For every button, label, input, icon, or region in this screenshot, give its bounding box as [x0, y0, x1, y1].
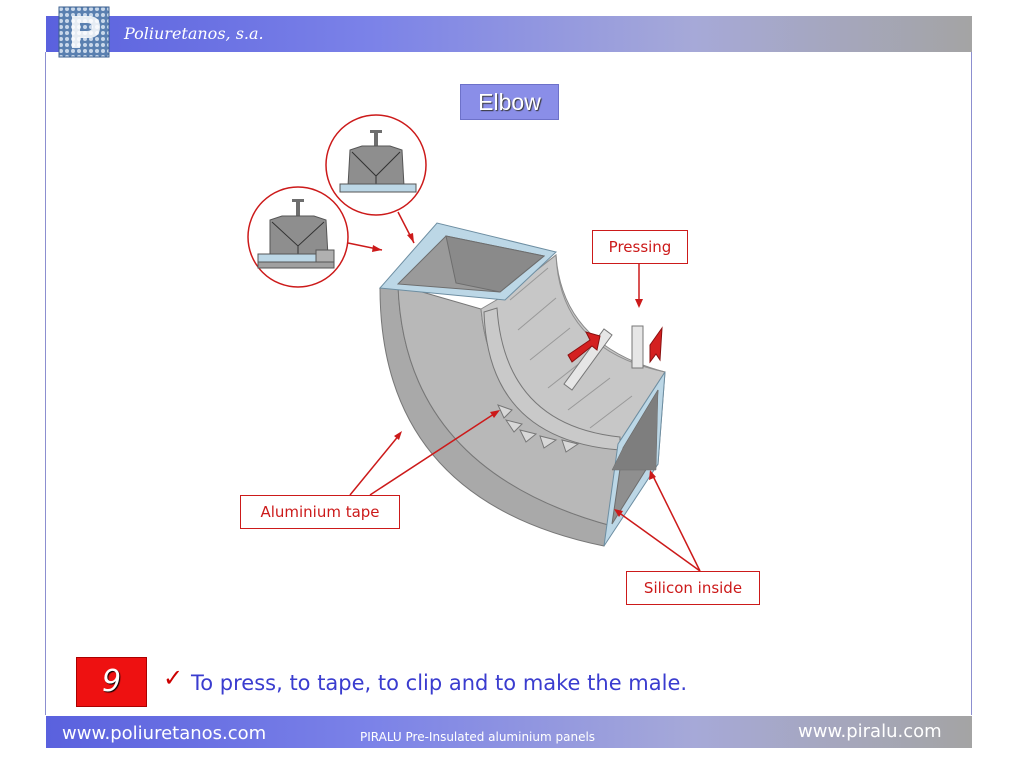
callout-pressing: Pressing [592, 230, 688, 264]
elbow-duct [379, 254, 666, 547]
logo-p-icon [58, 6, 110, 58]
right-duct-opening [603, 371, 666, 547]
detail-circle-lower [247, 186, 349, 288]
detail-circle-upper [325, 114, 427, 216]
step-description: To press, to tape, to clip and to make t… [191, 671, 688, 695]
callout-silicon-inside: Silicon inside [626, 571, 760, 605]
pressing-tools [563, 325, 663, 391]
callout-aluminium-tape: Aluminium tape [240, 495, 400, 529]
press-arrow-left-icon [567, 331, 601, 363]
footer-left-link[interactable]: www.poliuretanos.com [62, 723, 267, 744]
footer-tagline: PIRALU Pre-Insulated aluminium panels [360, 730, 596, 744]
company-name: Poliuretanos, s.a. [124, 24, 264, 43]
footer-right-link[interactable]: www.piralu.com [798, 721, 942, 742]
leader-arrowheads [372, 233, 656, 517]
checkmark-icon: ✓ [163, 664, 184, 692]
company-logo [58, 6, 110, 58]
step-number-badge: 9 [76, 657, 147, 707]
top-duct-opening [378, 222, 558, 301]
header-bar [46, 16, 972, 52]
frame-right-line [971, 52, 972, 715]
frame-left-line [45, 52, 46, 715]
slide-title: Elbow [460, 84, 559, 120]
press-arrow-right-icon [649, 326, 663, 364]
footer-bar [46, 716, 972, 748]
leader-lines [347, 211, 701, 572]
